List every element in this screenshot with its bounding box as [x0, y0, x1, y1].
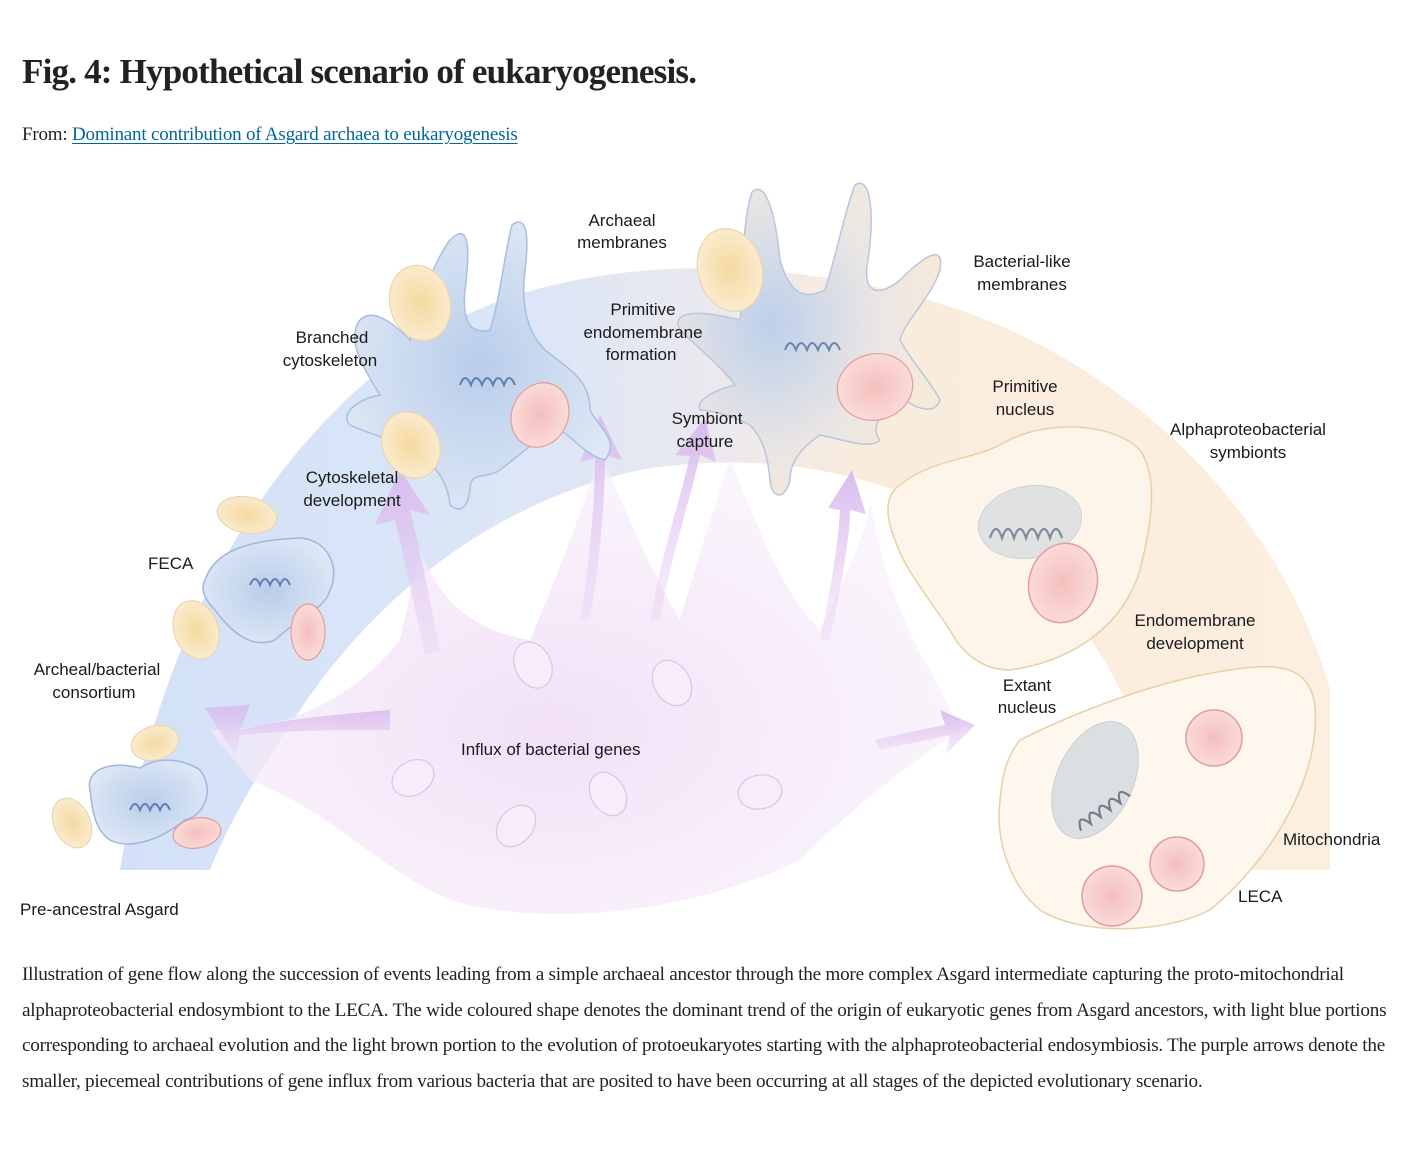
label-archaeal-membranes-line2: membranes [577, 233, 667, 252]
influx-arrow-up-4 [820, 470, 866, 640]
label-archaeal-membranes-line1: Archaeal [588, 211, 655, 230]
from-prefix: From: [22, 124, 68, 145]
cell-primitive-nucleus [887, 426, 1153, 671]
cell-branched-cytoskeleton [346, 221, 612, 510]
label-branched-cytoskeleton-line1: Branched [296, 328, 369, 347]
figure-caption: Illustration of gene flow along the succ… [22, 964, 1387, 1092]
label-primitive-nucleus-line2: nucleus [996, 400, 1055, 419]
label-bacterial-like-membranes-line2: membranes [977, 275, 1067, 294]
label-pre-ancestral-asgard: Pre-ancestral Asgard [20, 900, 179, 919]
source-article-link[interactable]: Dominant contribution of Asgard archaea … [72, 124, 518, 145]
figure-title: Fig. 4: Hypothetical scenario of eukaryo… [22, 52, 697, 91]
label-extant-nucleus-line2: nucleus [998, 698, 1057, 717]
influx-arrows [205, 415, 975, 755]
label-bacterial-like-membranes-line1: Bacterial-like [973, 252, 1070, 271]
label-primitive-endomembrane-line2: endomembrane [583, 323, 702, 342]
diagram-labels: Pre-ancestral Asgard Archeal/bacterial c… [20, 211, 1381, 919]
label-alphaproteobacterial-symbionts-line1: Alphaproteobacterial [1170, 420, 1326, 439]
influx-bacteria [391, 641, 783, 848]
label-influx-of-bacterial-genes: Influx of bacterial genes [461, 740, 641, 759]
label-endomembrane-development-line2: development [1146, 634, 1244, 653]
label-extant-nucleus-line1: Extant [1003, 676, 1051, 695]
label-primitive-endomembrane-line3: formation [606, 345, 677, 364]
label-consortium-line1: Archeal/bacterial [34, 660, 161, 679]
label-alphaproteobacterial-symbionts-line2: symbionts [1210, 443, 1287, 462]
influx-arrow-right [875, 710, 975, 755]
label-consortium-line2: consortium [52, 683, 135, 702]
cell-leca [998, 665, 1317, 930]
figure-source: From: Dominant contribution of Asgard ar… [22, 124, 518, 146]
influx-arrow-left [205, 705, 390, 755]
cell-feca [172, 495, 335, 661]
cell-pre-ancestral-asgard [51, 724, 222, 849]
mitochondrion [1081, 865, 1143, 927]
mitochondrion [1149, 836, 1205, 892]
eukaryogenesis-diagram: Pre-ancestral Asgard Archeal/bacterial c… [0, 170, 1419, 940]
label-leca: LECA [1238, 887, 1283, 906]
label-feca: FECA [148, 554, 194, 573]
label-cytoskeletal-development-line1: Cytoskeletal [306, 468, 399, 487]
label-primitive-nucleus-line1: Primitive [992, 377, 1057, 396]
influx-arrow-up-3 [650, 418, 716, 620]
influx-arrow-up-2 [580, 415, 622, 620]
label-branched-cytoskeleton-line2: cytoskeleton [283, 351, 378, 370]
mitochondrion [1185, 709, 1243, 767]
cell-symbiont-capture [677, 182, 942, 496]
label-mitochondria: Mitochondria [1283, 830, 1381, 849]
label-primitive-endomembrane-line1: Primitive [610, 300, 675, 319]
label-symbiont-capture-line1: Symbiont [672, 409, 743, 428]
label-symbiont-capture-line2: capture [677, 432, 734, 451]
label-endomembrane-development-line1: Endomembrane [1135, 611, 1256, 630]
influx-arrow-up-1 [375, 470, 440, 655]
label-cytoskeletal-development-line2: development [303, 491, 401, 510]
